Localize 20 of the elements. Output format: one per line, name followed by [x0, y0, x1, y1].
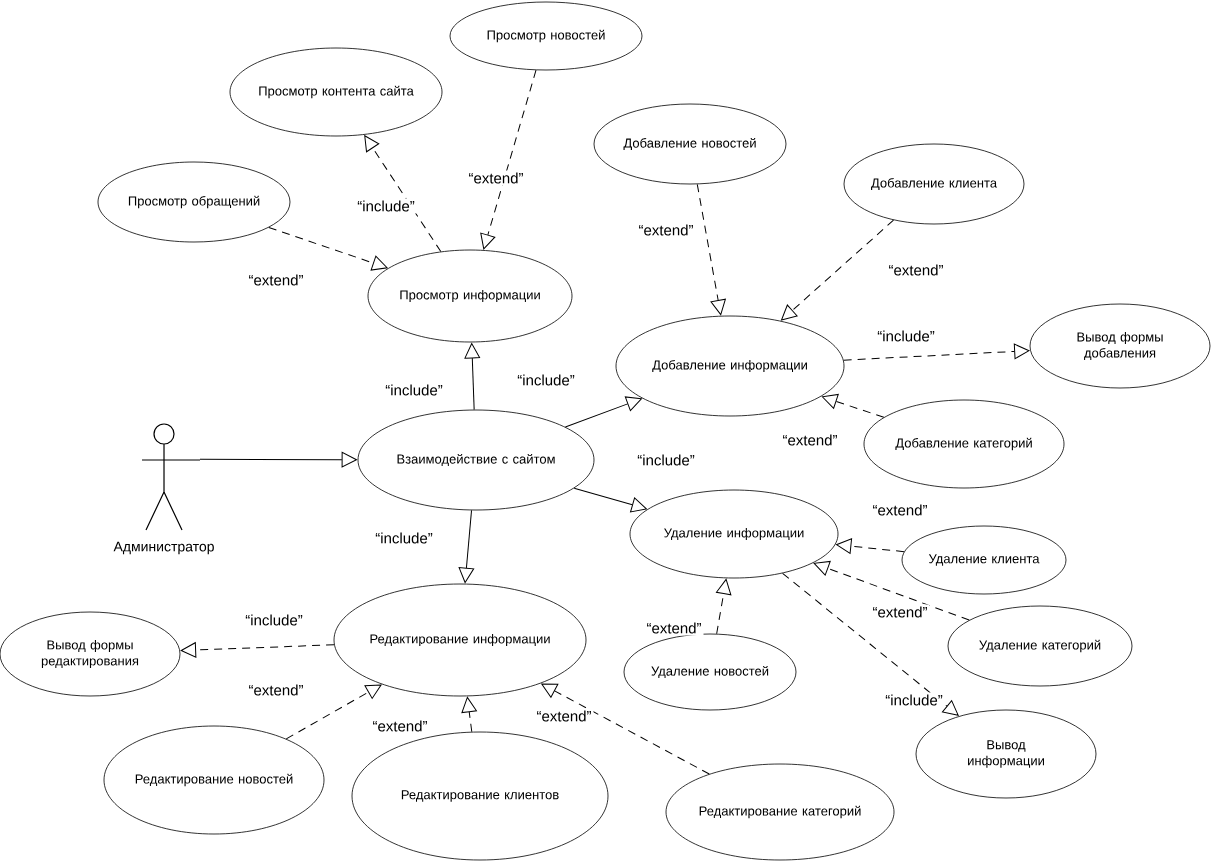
arrow [268, 227, 388, 271]
arrow [285, 684, 382, 740]
arrow [836, 538, 905, 554]
arrow [813, 560, 970, 621]
arrow [199, 451, 357, 468]
arrow [464, 343, 481, 411]
arrow [480, 69, 537, 250]
arrow [364, 135, 442, 253]
arrow [458, 509, 475, 584]
arrow [715, 578, 732, 635]
arrow [564, 396, 642, 428]
arrow [696, 183, 726, 316]
arrow [821, 393, 885, 418]
arrow [461, 696, 477, 733]
arrow [541, 683, 710, 775]
arrow [180, 642, 335, 658]
arrow [781, 219, 894, 321]
arrow [843, 343, 1030, 361]
arrow [573, 487, 647, 513]
arrow [782, 572, 959, 716]
